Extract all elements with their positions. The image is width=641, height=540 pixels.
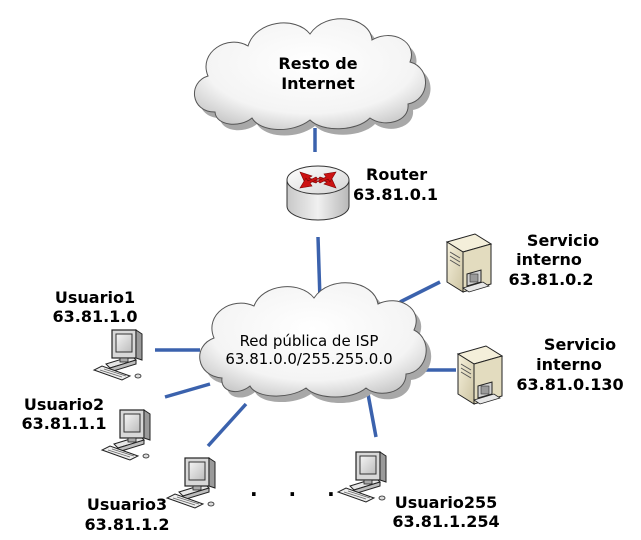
link-isp-user2 [164, 382, 211, 399]
user-2-ip: 63.81.1.1 [21, 414, 106, 433]
link-isp-server1 [399, 280, 441, 304]
computer-icon [101, 409, 151, 461]
user-1-ip: 63.81.1.0 [52, 307, 137, 326]
server-node-2: Servicio interno 63.81.0.130 [457, 335, 624, 405]
user-3-ip: 63.81.1.2 [84, 515, 169, 534]
server-node-1: Servicio interno 63.81.0.2 [446, 231, 599, 293]
link-isp-user3 [206, 402, 248, 448]
router-ip: 63.81.0.1 [353, 185, 438, 204]
server-1-line2: interno [516, 250, 582, 269]
user-255-name: Usuario255 [395, 493, 497, 512]
server-icon [457, 345, 503, 405]
internet-cloud: Resto de Internet [193, 18, 431, 136]
user-3-name: Usuario3 [87, 495, 167, 514]
server-1-line1: Servicio [527, 231, 599, 250]
router-arrows-icon [299, 171, 337, 189]
user-1-name: Usuario1 [55, 288, 135, 307]
user-255-ip: 63.81.1.254 [392, 512, 499, 531]
isp-cloud-line1: Red pública de ISP [240, 332, 379, 350]
router-name: Router [366, 165, 427, 184]
server-1-ip: 63.81.0.2 [508, 270, 593, 289]
internet-cloud-line2: Internet [281, 74, 355, 93]
link-isp-user255 [366, 393, 378, 438]
computer-icon [166, 457, 216, 509]
server-2-ip: 63.81.0.130 [516, 375, 623, 394]
user-node-3: Usuario3 63.81.1.2 [84, 457, 216, 534]
internet-cloud-line1: Resto de [278, 54, 357, 73]
user-node-255: Usuario255 63.81.1.254 [337, 451, 500, 531]
router: Router 63.81.0.1 [286, 165, 438, 221]
server-2-line2: interno [536, 355, 602, 374]
link-router-isp [316, 236, 322, 301]
server-icon [446, 233, 492, 293]
isp-cloud: Red pública de ISP 63.81.0.0/255.255.0.0 [199, 282, 432, 403]
user-2-name: Usuario2 [24, 395, 104, 414]
ellipsis-more-users: . . . [250, 477, 347, 501]
isp-cloud-line2: 63.81.0.0/255.255.0.0 [225, 350, 392, 368]
computer-icon [93, 329, 143, 381]
user-node-1: Usuario1 63.81.1.0 [52, 288, 143, 381]
user-node-2: Usuario2 63.81.1.1 [21, 395, 151, 461]
server-2-line1: Servicio [544, 335, 616, 354]
